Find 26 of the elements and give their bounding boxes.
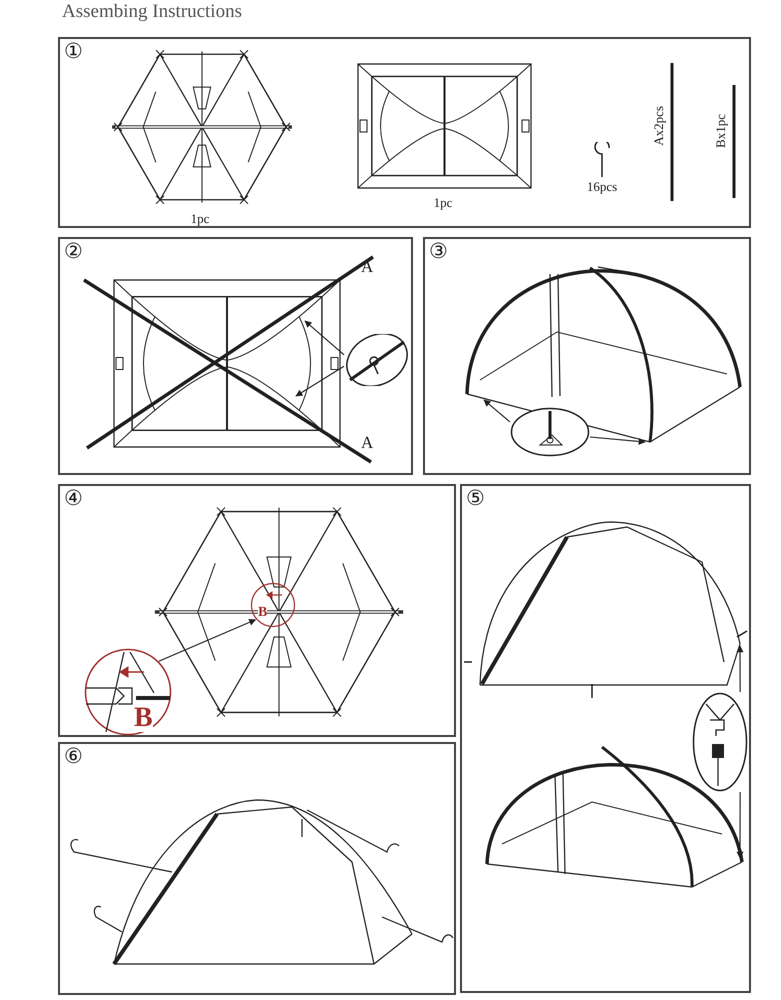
instruction-panel xyxy=(423,237,751,475)
quantity-label: 16pcs xyxy=(586,180,618,193)
instruction-panel xyxy=(58,742,456,995)
pointer-arrow xyxy=(295,366,344,396)
step-number: ③ xyxy=(429,239,448,264)
quantity-label: Bx1pc xyxy=(714,114,727,148)
quantity-label: Ax2pcs xyxy=(652,106,665,146)
pointer-arrow xyxy=(590,436,646,445)
step-number: ① xyxy=(64,39,83,64)
page-heading: Assembing Instructions xyxy=(62,1,242,24)
quantity-label: 1pc xyxy=(190,212,210,225)
instruction-panel xyxy=(58,237,413,475)
detail-letter: B xyxy=(258,606,268,620)
pole-end-label: A xyxy=(361,434,374,451)
pointer-arrow xyxy=(483,400,510,422)
quantity-label: 1pc xyxy=(432,196,454,209)
step-number: ② xyxy=(64,239,83,264)
pointer-arrow xyxy=(158,618,256,662)
step-number: ⑤ xyxy=(466,486,485,512)
step-number: ④ xyxy=(64,486,83,512)
pointer-arrow xyxy=(736,645,744,692)
step-number: ⑥ xyxy=(64,744,83,770)
instruction-panel xyxy=(460,484,751,993)
instruction-panel xyxy=(58,37,751,228)
instruction-panel xyxy=(58,484,456,737)
pointer-arrow xyxy=(304,320,344,356)
